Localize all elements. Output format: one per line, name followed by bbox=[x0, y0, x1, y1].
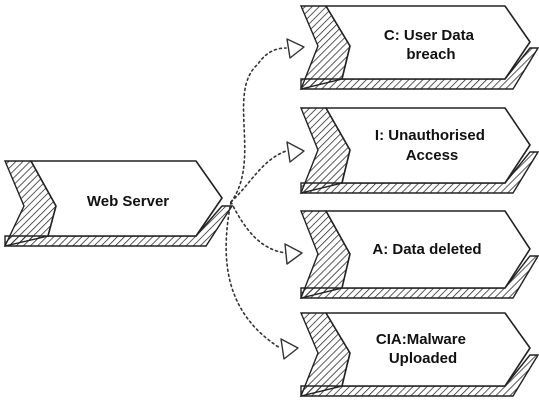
target-node-label-line: A: Data deleted bbox=[372, 241, 481, 258]
target-node-label: I: Unauthorised Access bbox=[375, 127, 489, 164]
target-node-label-line: C: User Data bbox=[384, 27, 475, 44]
arrowheads bbox=[280, 38, 305, 360]
source-node-face bbox=[30, 160, 223, 237]
source-node-label: Web Server bbox=[87, 193, 169, 210]
target-node-cia: CIA:Malware Uploaded bbox=[299, 312, 539, 398]
target-node-label: CIA:Malware Uploaded bbox=[376, 331, 470, 367]
source-node-web-server: Web Server bbox=[3, 160, 234, 248]
target-node-label-line: Uploaded bbox=[389, 350, 457, 367]
target-node-label-line: breach bbox=[406, 46, 455, 63]
target-node-label-line: CIA:Malware bbox=[376, 331, 466, 348]
arrowhead-icon bbox=[286, 38, 305, 59]
connector-to-target-4 bbox=[225, 201, 281, 349]
target-node-face bbox=[325, 210, 531, 289]
arrowhead-icon bbox=[284, 243, 303, 265]
arrowhead-icon bbox=[280, 338, 299, 360]
target-node-label-line: I: Unauthorised bbox=[375, 127, 485, 144]
target-node-confidentiality: C: User Data breach bbox=[299, 5, 539, 91]
target-node-availability: A: Data deleted bbox=[299, 210, 539, 299]
target-node-label: A: Data deleted bbox=[372, 241, 481, 258]
target-node-label-line: Access bbox=[406, 147, 459, 164]
target-node-face bbox=[325, 312, 531, 387]
target-node-integrity: I: Unauthorised Access bbox=[299, 107, 539, 195]
connector-to-target-3 bbox=[230, 201, 287, 254]
target-node-face bbox=[325, 107, 531, 184]
connector-to-target-1 bbox=[230, 47, 287, 203]
target-node-label: C: User Data breach bbox=[384, 27, 478, 63]
connector-to-target-2 bbox=[230, 150, 287, 203]
target-node-face bbox=[325, 5, 531, 80]
connectors bbox=[225, 47, 287, 349]
arrowhead-icon bbox=[286, 141, 305, 163]
